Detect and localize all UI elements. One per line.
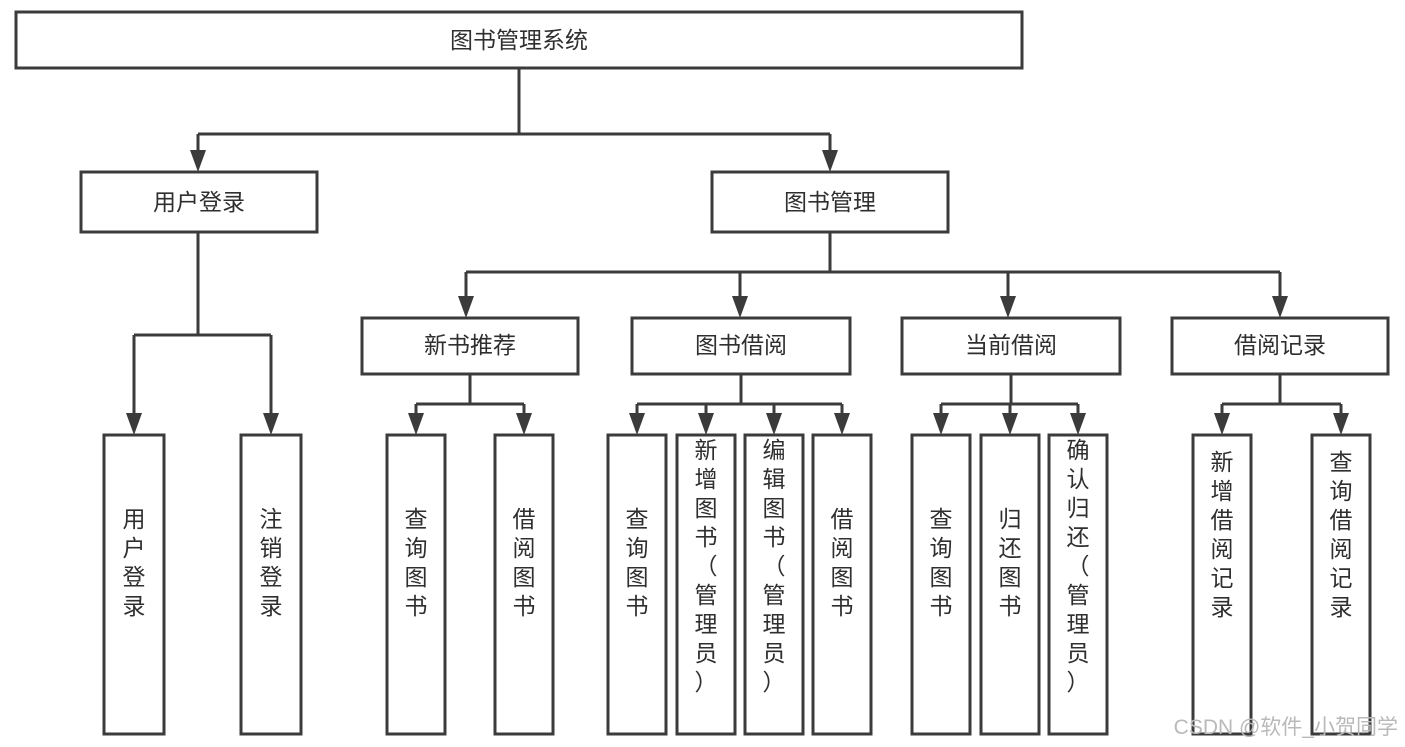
arrow-current-leaf-1 [933, 413, 949, 435]
node-new-book-recommend[interactable]: 新书推荐 [360, 316, 580, 376]
leaf-current-borrow-2-box[interactable] [979, 433, 1041, 736]
leaf-user-login-1-label: 用户登录 [123, 506, 146, 619]
leaf-book-borrow-1-label: 查询图书 [626, 506, 649, 619]
node-new-book-recommend-label: 新书推荐 [424, 332, 516, 358]
leaf-new-book-2-label: 借阅图书 [513, 506, 536, 619]
leaf-borrow-records-2[interactable]: 查询借阅记录 [1310, 433, 1372, 736]
leaf-current-borrow-1-label: 查询图书 [930, 506, 953, 619]
node-borrow-records-label: 借阅记录 [1234, 332, 1326, 358]
node-book-borrow-box[interactable] [630, 316, 852, 376]
node-root-box[interactable] [14, 10, 1024, 70]
arrow-current-leaf-2 [1002, 413, 1018, 435]
leaf-borrow-records-1-box[interactable] [1191, 433, 1253, 736]
node-current-borrow-label: 当前借阅 [965, 332, 1057, 358]
leaf-borrow-records-2-label: 查询借阅记录 [1330, 449, 1353, 620]
leaf-book-borrow-4-label: 借阅图书 [831, 506, 854, 619]
csdn-watermark: CSDN @软件_小贺同学 [1174, 716, 1398, 739]
leaf-book-borrow-3-label: 编辑图书（管理员） [763, 437, 786, 695]
arrow-new-book-leaf-2 [516, 413, 532, 435]
leaf-current-borrow-1[interactable]: 查询图书 [910, 433, 972, 736]
arrow-borrow-leaf-2 [698, 413, 714, 435]
leaf-current-borrow-3-box[interactable] [1047, 433, 1109, 736]
leaf-book-borrow-1-box[interactable] [606, 433, 668, 736]
arrow-user-login-leaf-2 [263, 413, 279, 435]
node-root-label: 图书管理系统 [450, 27, 588, 53]
arrow-book-mgmt-to-borrow [732, 296, 748, 318]
node-book-borrow-label: 图书借阅 [695, 332, 787, 358]
arrow-book-mgmt-to-records [1272, 296, 1288, 318]
leaf-new-book-2-box[interactable] [493, 433, 555, 736]
leaf-book-borrow-2[interactable]: 新增图书（管理员） [675, 433, 737, 736]
leaf-current-borrow-3-label: 确认归还（管理员） [1067, 437, 1090, 695]
node-book-management-box[interactable] [710, 170, 950, 234]
node-user-login[interactable]: 用户登录 [79, 170, 319, 234]
node-current-borrow-box[interactable] [900, 316, 1122, 376]
leaf-book-borrow-4[interactable]: 借阅图书 [811, 433, 873, 736]
leaf-user-login-2-box[interactable] [239, 433, 303, 736]
arrow-book-mgmt-to-current [1000, 296, 1016, 318]
leaf-new-book-1[interactable]: 查询图书 [385, 433, 447, 736]
leaf-book-borrow-1[interactable]: 查询图书 [606, 433, 668, 736]
leaf-book-borrow-3[interactable]: 编辑图书（管理员） [743, 433, 805, 736]
node-book-borrow[interactable]: 图书借阅 [630, 316, 852, 376]
leaf-book-borrow-2-box[interactable] [675, 433, 737, 736]
node-borrow-records-box[interactable] [1170, 316, 1390, 376]
leaf-new-book-1-box[interactable] [385, 433, 447, 736]
leaf-book-borrow-2-label: 新增图书（管理员） [695, 437, 718, 695]
leaf-borrow-records-1-label: 新增借阅记录 [1211, 449, 1234, 620]
leaf-user-login-2-label: 注销登录 [260, 506, 283, 619]
leaf-new-book-1-label: 查询图书 [405, 506, 428, 619]
node-user-login-box[interactable] [79, 170, 319, 234]
leaf-user-login-1[interactable]: 用户登录 [102, 433, 166, 736]
leaf-book-borrow-4-box[interactable] [811, 433, 873, 736]
node-borrow-records[interactable]: 借阅记录 [1170, 316, 1390, 376]
edge-group [126, 68, 1349, 435]
arrow-book-mgmt-to-new-book [458, 296, 474, 318]
node-book-management[interactable]: 图书管理 [710, 170, 950, 234]
leaf-current-borrow-2-label: 归还图书 [999, 506, 1022, 619]
leaf-current-borrow-1-box[interactable] [910, 433, 972, 736]
leaf-user-login-1-box[interactable] [102, 433, 166, 736]
node-current-borrow[interactable]: 当前借阅 [900, 316, 1122, 376]
node-new-book-recommend-box[interactable] [360, 316, 580, 376]
arrow-current-leaf-3 [1070, 413, 1086, 435]
arrow-borrow-leaf-3 [766, 413, 782, 435]
leaf-current-borrow-2[interactable]: 归还图书 [979, 433, 1041, 736]
leaf-new-book-2[interactable]: 借阅图书 [493, 433, 555, 736]
leaf-borrow-records-2-box[interactable] [1310, 433, 1372, 736]
leaf-borrow-records-1[interactable]: 新增借阅记录 [1191, 433, 1253, 736]
node-user-login-label: 用户登录 [153, 189, 245, 215]
leaf-current-borrow-3[interactable]: 确认归还（管理员） [1047, 433, 1109, 736]
arrow-new-book-leaf-1 [408, 413, 424, 435]
arrow-borrow-leaf-1 [629, 413, 645, 435]
arrow-borrow-leaf-4 [834, 413, 850, 435]
arrow-user-login-leaf-1 [126, 413, 142, 435]
arrow-records-leaf-2 [1333, 413, 1349, 435]
arrow-root-to-book-mgmt [822, 150, 838, 172]
node-book-management-label: 图书管理 [784, 189, 876, 215]
node-root-book-system[interactable]: 图书管理系统 [14, 10, 1024, 70]
leaf-user-login-2[interactable]: 注销登录 [239, 433, 303, 736]
leaf-book-borrow-3-box[interactable] [743, 433, 805, 736]
arrow-records-leaf-1 [1214, 413, 1230, 435]
arrow-root-to-user-login [190, 150, 206, 172]
